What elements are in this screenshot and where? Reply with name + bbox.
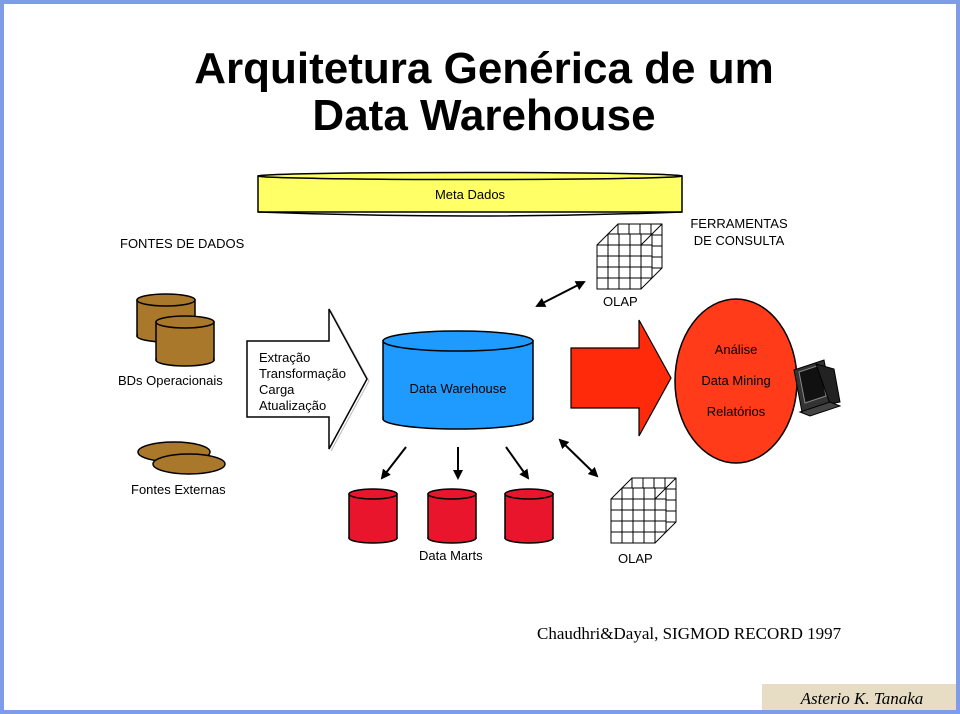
- dw-to-mart1-arrow: [380, 446, 407, 480]
- external-sources-icon: [137, 441, 226, 475]
- delivery-arrow: [570, 319, 672, 437]
- fontes-de-dados-label: FONTES DE DADOS: [120, 236, 245, 251]
- ferramentas-label-1: FERRAMENTAS: [690, 216, 788, 231]
- data-marts-label: Data Marts: [419, 548, 483, 563]
- etl-arrow: [246, 308, 368, 450]
- data-mart-2: [427, 488, 477, 544]
- etl-step-atualizacao: Atualização: [259, 398, 327, 413]
- dw-to-olap-bottom-arrow: [558, 438, 599, 478]
- data-mining-label: Data Mining: [701, 373, 771, 388]
- data-warehouse-cylinder: [382, 330, 534, 430]
- olap-cube-bottom: [610, 477, 677, 544]
- olap-top-label: OLAP: [603, 294, 638, 309]
- dw-to-mart3-arrow: [505, 446, 530, 480]
- fontes-externas-label: Fontes Externas: [131, 482, 226, 497]
- architecture-diagram: [136, 171, 842, 544]
- olap-cube-top: [596, 223, 663, 290]
- ferramentas-label-2: DE CONSULTA: [693, 233, 785, 248]
- bds-operacionais-label: BDs Operacionais: [118, 373, 223, 388]
- meta-dados-label: Meta Dados: [434, 187, 506, 202]
- relatorios-label: Relatórios: [706, 404, 766, 419]
- etl-step-extracao: Extração: [259, 350, 311, 365]
- data-warehouse-label: Data Warehouse: [409, 381, 507, 396]
- etl-steps: Extração Transformação Carga Atualização: [259, 350, 346, 414]
- analise-label: Análise: [714, 342, 758, 357]
- olap-link-arrow: [535, 281, 586, 307]
- etl-step-transformacao: Transformação: [259, 366, 346, 381]
- author-badge: Asterio K. Tanaka: [762, 684, 956, 710]
- title-line-2: Data Warehouse: [312, 91, 656, 140]
- title-line-1: Arquitetura Genérica de um: [194, 44, 774, 93]
- operational-db-icon: [136, 293, 215, 367]
- citation: Chaudhri&Dayal, SIGMOD RECORD 1997: [537, 624, 842, 643]
- data-mart-1: [348, 488, 398, 544]
- data-mart-3: [504, 488, 554, 544]
- olap-bottom-label: OLAP: [618, 551, 653, 566]
- meta-dados-band: [257, 171, 683, 217]
- computer-icon: [793, 359, 842, 417]
- operational-db-front: [155, 315, 215, 367]
- etl-step-carga: Carga: [259, 382, 295, 397]
